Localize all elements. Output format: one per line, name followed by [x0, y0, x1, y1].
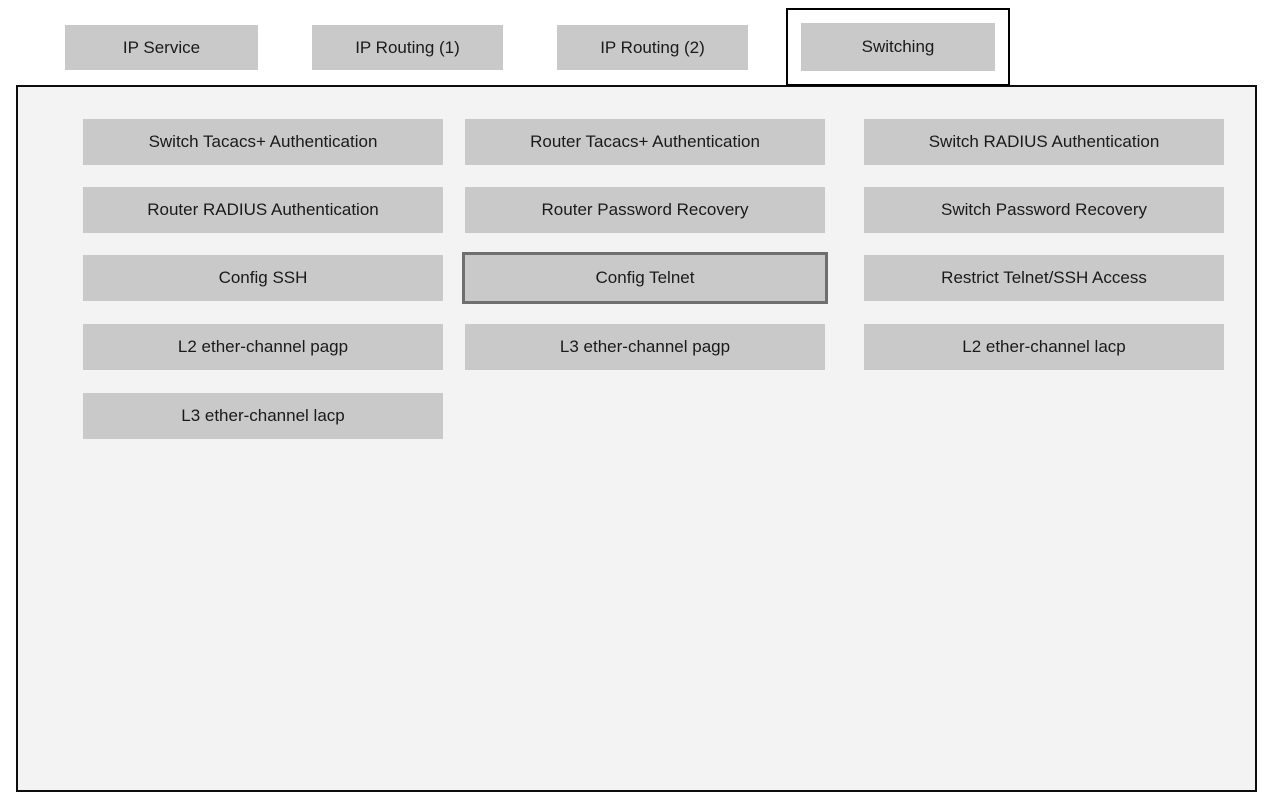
- button-router-tacacs-authentication[interactable]: Router Tacacs+ Authentication: [465, 119, 825, 165]
- button-switch-tacacs-authentication[interactable]: Switch Tacacs+ Authentication: [83, 119, 443, 165]
- button-config-ssh[interactable]: Config SSH: [83, 255, 443, 301]
- tab-ip-routing-1[interactable]: IP Routing (1): [312, 25, 503, 70]
- tab-switching[interactable]: Switching: [801, 23, 995, 71]
- switching-tab-panel: Switch Tacacs+ Authentication Router Tac…: [16, 85, 1257, 792]
- tab-ip-service[interactable]: IP Service: [65, 25, 258, 70]
- button-switch-password-recovery[interactable]: Switch Password Recovery: [864, 187, 1224, 233]
- button-config-telnet[interactable]: Config Telnet: [462, 252, 828, 304]
- button-router-radius-authentication[interactable]: Router RADIUS Authentication: [83, 187, 443, 233]
- button-l2-ether-channel-pagp[interactable]: L2 ether-channel pagp: [83, 324, 443, 370]
- button-switch-radius-authentication[interactable]: Switch RADIUS Authentication: [864, 119, 1224, 165]
- button-router-password-recovery[interactable]: Router Password Recovery: [465, 187, 825, 233]
- tab-ip-routing-2[interactable]: IP Routing (2): [557, 25, 748, 70]
- button-l3-ether-channel-pagp[interactable]: L3 ether-channel pagp: [465, 324, 825, 370]
- button-l2-ether-channel-lacp[interactable]: L2 ether-channel lacp: [864, 324, 1224, 370]
- button-restrict-telnet-ssh-access[interactable]: Restrict Telnet/SSH Access: [864, 255, 1224, 301]
- button-l3-ether-channel-lacp[interactable]: L3 ether-channel lacp: [83, 393, 443, 439]
- selected-tab-frame: Switching: [786, 8, 1010, 86]
